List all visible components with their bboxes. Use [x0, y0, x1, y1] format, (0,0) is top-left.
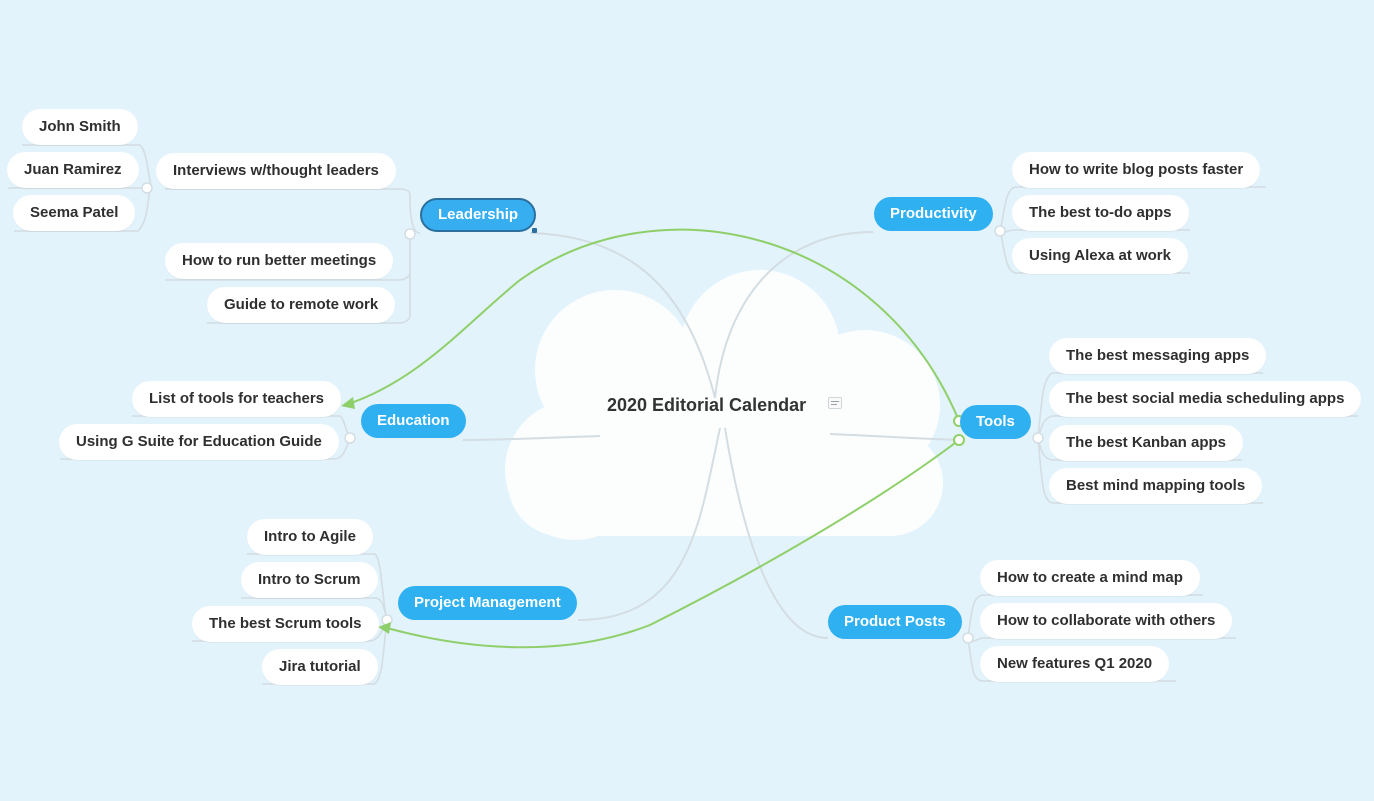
topic-g-suite-education[interactable]: Using G Suite for Education Guide	[59, 424, 339, 460]
central-cloud-shape	[505, 270, 943, 540]
topic-kanban-apps[interactable]: The best Kanban apps	[1049, 425, 1244, 461]
branch-leadership[interactable]: Leadership	[420, 198, 538, 233]
topic-juan-ramirez[interactable]: Juan Ramirez	[7, 152, 139, 188]
topic-collaborate-with-others[interactable]: How to collaborate with others	[980, 603, 1233, 639]
interviews-collapse-dot	[141, 182, 153, 194]
product-posts-collapse-dot	[962, 632, 974, 644]
topic-todo-apps[interactable]: The best to-do apps	[1012, 195, 1189, 231]
branch-education[interactable]: Education	[361, 404, 466, 438]
central-topic[interactable]: 2020 Editorial Calendar	[607, 395, 807, 415]
tools-collapse-dot	[1032, 432, 1044, 444]
topic-alexa-at-work[interactable]: Using Alexa at work	[1012, 238, 1188, 274]
branch-tools[interactable]: Tools	[960, 405, 1031, 439]
productivity-collapse-dot	[994, 225, 1006, 237]
topic-interviews[interactable]: Interviews w/thought leaders	[156, 153, 396, 189]
branch-project-management[interactable]: Project Management	[398, 586, 577, 620]
topic-create-mind-map[interactable]: How to create a mind map	[980, 560, 1200, 596]
topic-mind-mapping-tools[interactable]: Best mind mapping tools	[1049, 468, 1263, 504]
topic-scrum-tools[interactable]: The best Scrum tools	[192, 606, 379, 642]
relationship-handle-end[interactable]	[953, 434, 965, 446]
topic-remote-work[interactable]: Guide to remote work	[207, 287, 396, 323]
topic-seema-patel[interactable]: Seema Patel	[13, 195, 136, 231]
relationship-arrowheads	[341, 397, 391, 634]
topic-intro-scrum[interactable]: Intro to Scrum	[241, 562, 378, 598]
topic-john-smith[interactable]: John Smith	[22, 109, 138, 145]
branch-product-posts[interactable]: Product Posts	[828, 605, 962, 639]
topic-new-features-q1[interactable]: New features Q1 2020	[980, 646, 1170, 682]
topic-jira-tutorial[interactable]: Jira tutorial	[262, 649, 378, 685]
note-icon[interactable]	[828, 397, 842, 409]
education-collapse-dot	[344, 432, 356, 444]
branch-productivity[interactable]: Productivity	[874, 197, 993, 231]
central-connectors	[462, 231, 961, 639]
topic-messaging-apps[interactable]: The best messaging apps	[1049, 338, 1267, 374]
topic-intro-agile[interactable]: Intro to Agile	[247, 519, 373, 555]
leadership-connectors	[8, 144, 421, 324]
topic-blog-posts-faster[interactable]: How to write blog posts faster	[1012, 152, 1261, 188]
leadership-collapse-dot	[404, 228, 416, 240]
topic-social-scheduling-apps[interactable]: The best social media scheduling apps	[1049, 381, 1362, 417]
relationship-lines	[347, 228, 960, 649]
topic-better-meetings[interactable]: How to run better meetings	[165, 243, 394, 279]
topic-tools-for-teachers[interactable]: List of tools for teachers	[132, 381, 342, 417]
